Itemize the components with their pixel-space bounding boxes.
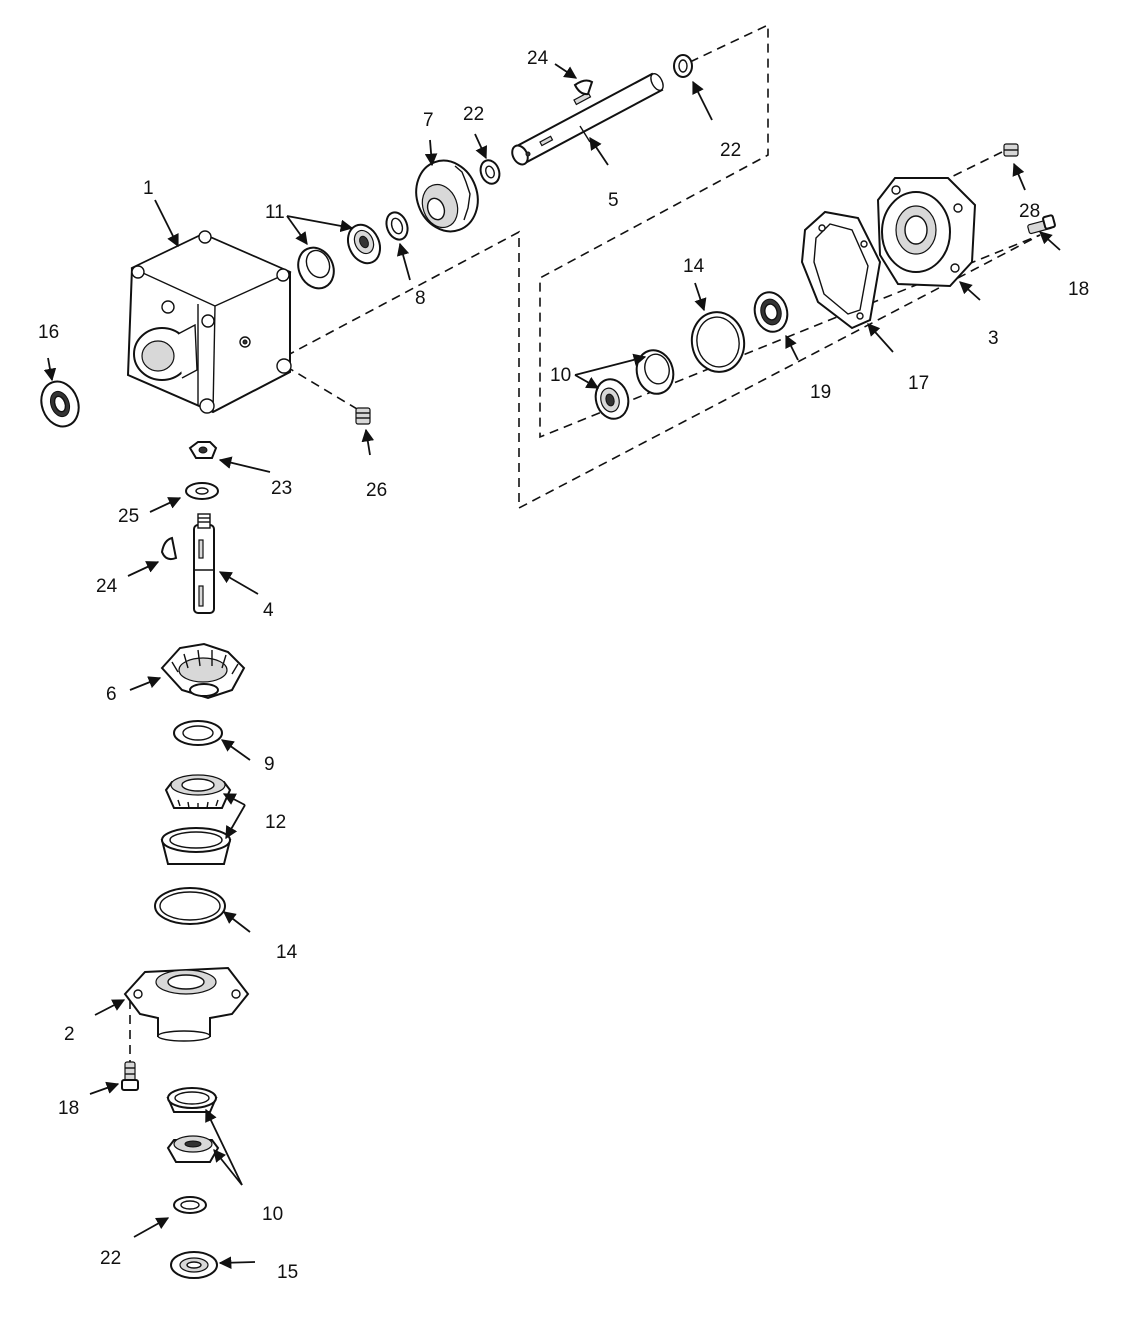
cap-screw-right <box>1027 214 1056 235</box>
callout-24-lower: 24 <box>96 576 118 597</box>
callout-16: 16 <box>38 322 59 343</box>
snap-ring-lower <box>173 1196 207 1214</box>
shim-lower <box>173 720 223 746</box>
callout-11: 11 <box>265 202 285 223</box>
leader-arrows <box>43 63 1061 1269</box>
callout-22-lower: 22 <box>100 1248 121 1269</box>
callout-18-lower: 18 <box>58 1098 79 1119</box>
woodruff-key-lower <box>160 536 178 561</box>
callout-22-top-right: 22 <box>720 140 741 161</box>
callout-24-upper: 24 <box>527 48 549 69</box>
callout-19: 19 <box>810 382 831 403</box>
woodruff-key-upper <box>573 79 594 96</box>
lower-seal <box>170 1251 218 1279</box>
callout-14-upper: 14 <box>683 256 705 277</box>
vent-plug <box>1003 143 1019 157</box>
callout-5: 5 <box>608 190 619 211</box>
callout-15: 15 <box>277 1262 298 1283</box>
callout-labels: 1 2 3 4 5 6 7 8 9 10 10 11 12 14 14 15 1… <box>38 48 1089 1283</box>
snap-ring-top-right <box>673 54 693 78</box>
snap-ring-upper <box>479 159 501 185</box>
callout-18-right: 18 <box>1068 279 1089 300</box>
callout-2: 2 <box>64 1024 75 1045</box>
cap-screw-lower <box>121 1061 139 1091</box>
lower-bearing-housing <box>123 966 250 1042</box>
callout-22-upper: 22 <box>463 104 484 125</box>
callout-3: 3 <box>988 328 999 349</box>
shim-washer <box>385 211 409 241</box>
vertical-shaft <box>193 513 215 614</box>
right-bearing-assembly <box>594 349 675 420</box>
bearing-housing-cover <box>876 177 977 288</box>
callout-25: 25 <box>118 506 139 527</box>
callout-8: 8 <box>415 288 426 309</box>
flat-washer <box>185 482 219 500</box>
callout-10-upper: 10 <box>550 365 571 386</box>
callout-4: 4 <box>263 600 274 621</box>
callout-7: 7 <box>423 110 434 131</box>
callout-28: 28 <box>1019 201 1040 222</box>
o-ring-lower <box>154 887 226 925</box>
callout-26: 26 <box>366 480 387 501</box>
bottom-bearing-assembly <box>166 1087 220 1163</box>
callout-14-lower: 14 <box>276 942 298 963</box>
horizontal-bevel-gear <box>415 159 479 233</box>
horizontal-seal <box>753 291 789 333</box>
oil-seal <box>40 380 80 428</box>
vertical-bevel-pinion <box>160 642 246 700</box>
gearbox-housing <box>126 230 292 414</box>
callout-6: 6 <box>106 684 117 705</box>
o-ring-upper <box>690 311 746 373</box>
upper-bearing-assembly <box>297 223 382 290</box>
callout-17: 17 <box>908 373 929 394</box>
callout-23: 23 <box>271 478 292 499</box>
horizontal-shaft <box>511 72 664 166</box>
lower-bearing-assembly <box>160 774 232 865</box>
callout-10-lower: 10 <box>262 1204 283 1225</box>
callout-12: 12 <box>265 812 286 833</box>
pipe-plug <box>355 407 371 425</box>
gasket <box>800 210 882 330</box>
callout-9: 9 <box>264 754 275 775</box>
hex-nut <box>188 441 218 459</box>
callout-1: 1 <box>143 178 154 199</box>
